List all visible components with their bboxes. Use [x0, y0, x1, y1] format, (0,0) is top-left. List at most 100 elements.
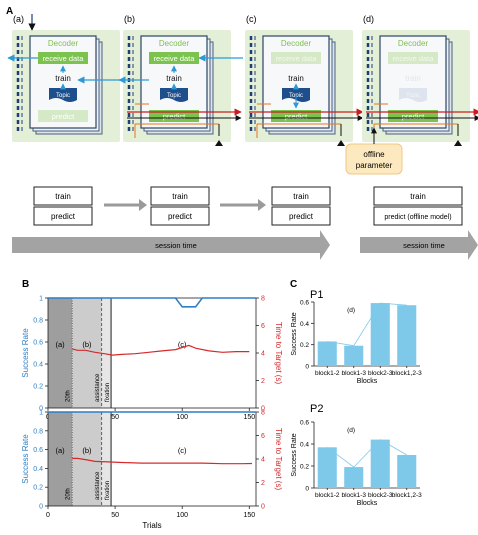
topic-label: Topic	[56, 93, 70, 99]
x-tick-label: 50	[111, 414, 119, 421]
success-rate-line	[48, 297, 256, 308]
y-tick-label-right: 6	[261, 433, 265, 440]
x-tick-label: 100	[176, 512, 188, 519]
x-tick-label: block1-2	[315, 492, 340, 499]
train-label: train	[166, 74, 182, 83]
y-tick-label-right: 4	[261, 457, 265, 464]
x-tick-label: block2-3	[368, 492, 393, 499]
time-to-target-line	[72, 457, 253, 465]
region-a-shade	[48, 298, 73, 408]
vertical-label-20th: 20th	[65, 488, 71, 500]
input-triangle	[454, 140, 462, 146]
predict-label: predict	[285, 112, 308, 121]
train-label: train	[55, 74, 71, 83]
session-time-arrow-2	[360, 230, 478, 260]
predict-box-label: predict	[168, 212, 193, 221]
train-box-label: train	[172, 192, 188, 201]
decoder-label: Decoder	[159, 39, 190, 48]
y-axis-title: Success Rate	[291, 312, 298, 355]
y-tick-label-left: 0.6	[33, 447, 43, 454]
bar-block1-2	[317, 341, 337, 366]
x-axis-title: Blocks	[357, 378, 378, 385]
input-triangle	[215, 140, 223, 146]
vertical-label-fixation: fixation	[105, 481, 111, 500]
chart-title: P1	[310, 289, 323, 301]
bar-block1-3	[344, 467, 364, 488]
y-tick-label-right: 0	[261, 504, 265, 511]
y-axis-title-right: Time to Target (s)	[274, 428, 283, 491]
region-fixation-shade	[101, 298, 112, 408]
x-tick-label: block1-2	[315, 370, 340, 377]
session-time-arrow-1	[12, 230, 330, 260]
y-tick-label: 0.6	[300, 300, 309, 307]
module-sublabel: (c)	[246, 14, 257, 24]
y-tick-label: 0.4	[300, 442, 309, 449]
bar-block2-3	[370, 439, 390, 488]
session-time-label: session time	[403, 241, 445, 250]
bar-block2-3	[370, 303, 390, 366]
receive-data-box	[38, 52, 88, 64]
y-tick-label-right: 2	[261, 378, 265, 385]
train-box	[373, 186, 463, 206]
predict-box-label: predict	[51, 212, 76, 221]
x-tick-label: block1,2-3	[392, 370, 422, 377]
y-tick-label-left: 0.4	[33, 362, 43, 369]
topic-icon	[282, 88, 310, 102]
predict-box-label: predict (offline model)	[384, 214, 451, 221]
input-triangle	[337, 140, 345, 146]
y-tick-label: 0.6	[300, 420, 309, 427]
y-tick-label-right: 8	[261, 296, 265, 303]
x-tick-label: block1-3	[341, 370, 366, 377]
region-label: (a)	[55, 340, 65, 349]
y-tick-label-left: 0.2	[33, 384, 43, 391]
receive-data-label: receive data	[154, 54, 196, 63]
offline-parameter-line2: parameter	[356, 161, 393, 170]
session-timeline: trainpredicttrainpredicttrainpredicttrai…	[12, 186, 478, 260]
x-tick-label: 50	[111, 512, 119, 519]
y-tick-label-right: 0	[261, 406, 265, 413]
y-tick-label-right: 8	[261, 410, 265, 417]
train-label: train	[405, 74, 421, 83]
predict-box	[33, 206, 93, 226]
receive-data-box	[271, 52, 321, 64]
vertical-label-20th: 20th	[65, 390, 71, 402]
predict-box	[271, 110, 321, 122]
x-tick-label: block2-3	[368, 370, 393, 377]
y-tick-label-right: 6	[261, 323, 265, 330]
topic-icon	[49, 88, 77, 102]
y-tick-label: 0.4	[300, 321, 309, 328]
y-tick-label-right: 4	[261, 351, 265, 358]
predict-box	[271, 206, 331, 226]
x-tick-label: block1,2-3	[392, 492, 422, 499]
module-sublabel: (d)	[363, 14, 374, 24]
chart-title: P2	[310, 403, 323, 415]
receive-data-box	[388, 52, 438, 64]
receive-data-label: receive data	[276, 54, 318, 63]
y-axis-title-right: Time to Target (s)	[274, 322, 283, 385]
predict-box	[373, 206, 463, 226]
y-tick-label-left: 1	[39, 296, 43, 303]
region-a-shade	[48, 412, 73, 506]
vertical-label-assistance: assistance	[95, 373, 101, 402]
annotation-label: (d)	[347, 427, 355, 434]
receive-data-label: receive data	[393, 54, 435, 63]
bar-block1-3	[344, 345, 364, 366]
y-tick-label-left: 0.4	[33, 466, 43, 473]
train-box-label: train	[293, 192, 309, 201]
predict-box	[388, 110, 438, 122]
x-tick-label: 100	[176, 414, 188, 421]
predict-label: predict	[402, 112, 425, 121]
bar-block1,2-3	[397, 305, 417, 366]
topic-label: Topic	[406, 93, 420, 99]
bar-block1-2	[317, 447, 337, 488]
module-sublabel: (b)	[124, 14, 135, 24]
